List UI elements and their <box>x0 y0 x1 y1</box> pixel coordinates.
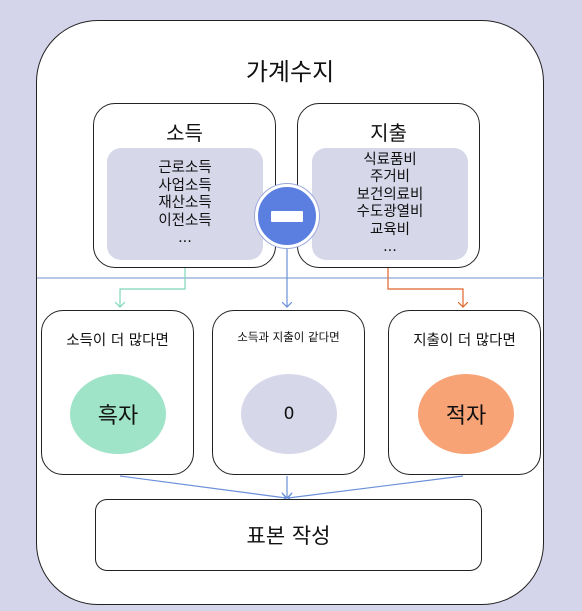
arrow-income-to-surplus <box>120 268 186 307</box>
minus-icon <box>255 184 319 248</box>
expense-list: 식료품비 주거비 보건의료비 수도광열비 교육비 ... <box>312 148 468 260</box>
expense-item: ... <box>383 239 397 255</box>
outcome-card-surplus: 소득이 더 많다면 흑자 <box>41 310 194 475</box>
outcome-label: 소득과 지출이 같다면 <box>237 330 340 344</box>
outcome-result: 흑자 <box>97 404 139 429</box>
expense-heading: 지출 <box>370 121 407 145</box>
minus-icon-bar <box>271 210 303 222</box>
outcome-label: 지출이 더 많다면 <box>413 333 516 349</box>
outcome-result: 0 <box>283 404 295 424</box>
expense-item: 교육비 <box>369 221 411 238</box>
outcome-card-equal: 소득과 지출이 같다면 0 <box>212 310 365 475</box>
income-item: 이전소득 <box>158 212 212 229</box>
deficit-circle: 적자 <box>418 374 514 454</box>
income-list: 근로소득 사업소득 재산소득 이전소득 ... <box>107 148 263 260</box>
income-heading: 소득 <box>166 121 203 145</box>
expense-item: 수도광열비 <box>356 204 424 220</box>
arrow-deficit-to-sample <box>288 475 464 498</box>
outcome-card-deficit: 지출이 더 많다면 적자 <box>388 310 541 475</box>
arrow-expense-to-deficit <box>387 268 463 307</box>
outcome-result: 적자 <box>445 404 487 429</box>
income-item: ... <box>178 230 192 247</box>
diagram-title: 가계수지 <box>245 58 335 86</box>
income-item: 근로소득 <box>158 160 212 177</box>
expense-item: 식료품비 <box>363 151 417 168</box>
income-card: 소득 근로소득 사업소득 재산소득 이전소득 ... <box>93 103 276 268</box>
zero-circle: 0 <box>241 374 337 454</box>
outcome-label: 소득이 더 많다면 <box>66 333 169 349</box>
expense-card: 지출 식료품비 주거비 보건의료비 수도광열비 교육비 ... <box>297 103 480 268</box>
arrow-surplus-to-sample <box>119 475 286 498</box>
expense-item: 보건의료비 <box>356 186 424 203</box>
sample-creation-label: 표본 작성 <box>246 524 331 548</box>
surplus-circle: 흑자 <box>70 374 166 454</box>
income-item: 재산소득 <box>158 195 212 212</box>
expense-item: 주거비 <box>369 169 411 185</box>
sample-creation-box: 표본 작성 <box>95 499 482 571</box>
income-item: 사업소득 <box>158 177 212 194</box>
